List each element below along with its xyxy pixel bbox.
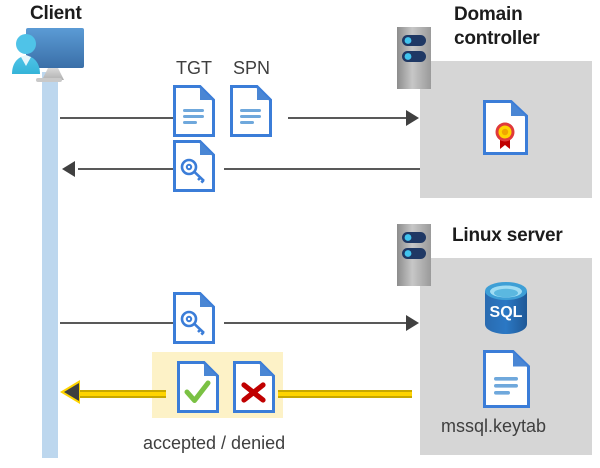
auth-result-line-right	[278, 392, 412, 396]
key-document-icon	[173, 292, 215, 344]
label-tgt: TGT	[176, 58, 212, 78]
server-rack-icon	[397, 27, 431, 89]
message-line-ticket-left	[78, 168, 173, 170]
label-auth-result: accepted / denied	[143, 433, 286, 453]
page-title-client: Client	[30, 3, 82, 24]
certificate-document-icon	[483, 100, 528, 155]
message-line-present-right	[224, 322, 408, 324]
auth-result-line-left	[72, 392, 166, 396]
document-icon-spn	[230, 85, 272, 137]
check-document-icon	[177, 361, 219, 413]
arrowhead-auth-result	[64, 383, 79, 401]
server-rack-icon	[397, 224, 431, 286]
page-title-linux-server: Linux server	[452, 225, 563, 246]
document-icon-tgt	[173, 85, 215, 137]
user-computer-icon	[8, 26, 94, 88]
message-line-ticket-right	[224, 168, 420, 170]
arrowhead-present-to-linux	[406, 315, 419, 331]
document-icon-keytab	[483, 350, 530, 408]
cross-document-icon	[233, 361, 275, 413]
arrowhead-request-to-dc	[406, 110, 419, 126]
message-line-present-left	[60, 322, 173, 324]
message-line-request-right	[288, 117, 408, 119]
sql-label: SQL	[490, 304, 523, 321]
message-line-request-left	[60, 117, 173, 119]
sql-database-icon: SQL	[480, 280, 532, 336]
label-keytab-filename: mssql.keytab	[441, 416, 547, 436]
key-document-icon	[173, 140, 215, 192]
page-title-domain-controller: Domain controller	[454, 4, 540, 49]
label-spn: SPN	[233, 58, 271, 78]
arrowhead-ticket-to-client	[62, 161, 75, 177]
client-lifeline	[42, 72, 58, 458]
